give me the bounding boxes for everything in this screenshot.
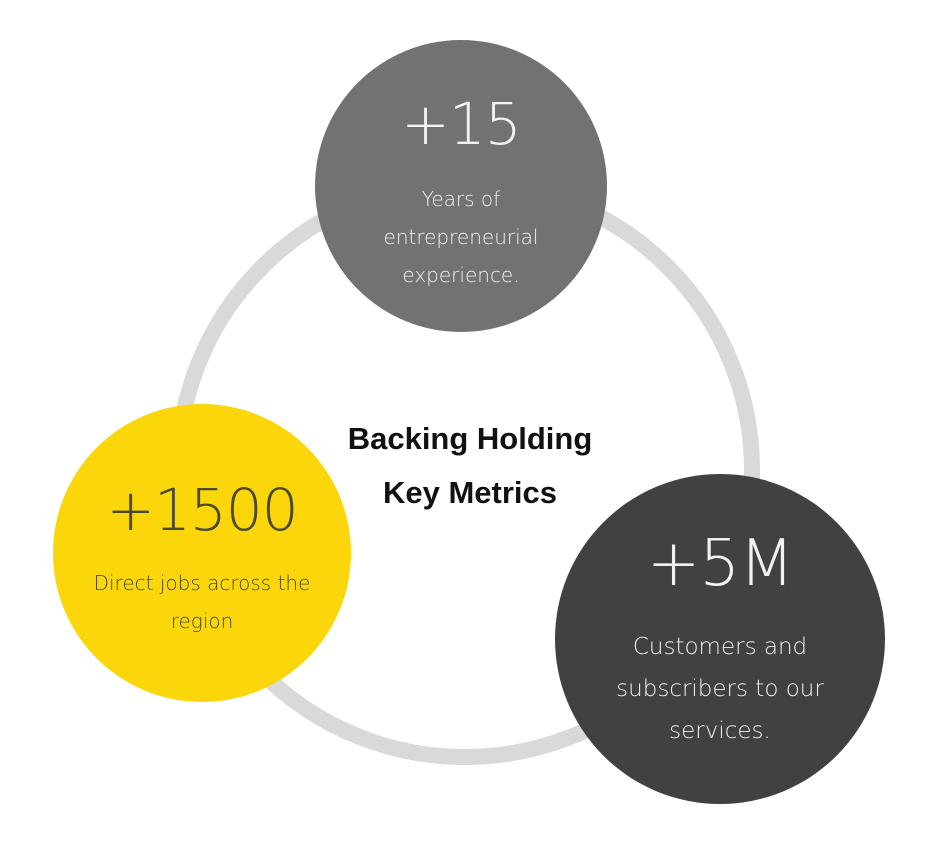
metric-circle-years: +15 Years of entrepreneurial experience. xyxy=(315,40,607,332)
metric-description: Direct jobs across the region xyxy=(93,571,311,633)
diagram-title: Backing Holding Key Metrics xyxy=(300,412,640,520)
metric-circle-customers: +5M Customers and subscribers to our ser… xyxy=(555,474,885,804)
metric-description: Years of entrepreneurial experience. xyxy=(383,187,539,287)
metric-value: +1500 xyxy=(106,476,298,544)
title-line-1: Backing Holding xyxy=(347,421,593,456)
metric-value: +5M xyxy=(646,527,795,601)
metric-value: +15 xyxy=(401,90,521,158)
metric-description: Customers and subscribers to our service… xyxy=(616,634,824,744)
title-line-2: Key Metrics xyxy=(382,475,558,510)
metric-circle-jobs: +1500 Direct jobs across the region xyxy=(53,404,351,702)
